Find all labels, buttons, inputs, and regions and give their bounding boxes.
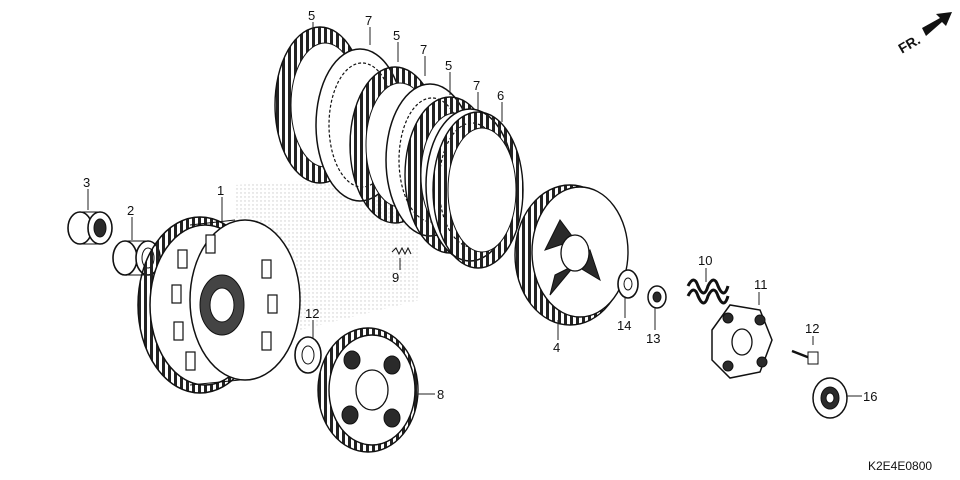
callout-7-a: 7 [365, 13, 372, 28]
part-14-thrust-washer [294, 336, 322, 374]
part-10-clutch-spring [686, 278, 730, 305]
callout-15: 14 [617, 318, 631, 333]
callout-4: 4 [553, 340, 560, 355]
callout-5-b: 5 [393, 28, 400, 43]
part-15-washer [617, 269, 639, 299]
callout-6: 6 [497, 88, 504, 103]
callout-13: 13 [646, 331, 660, 346]
part-1-clutch-outer [137, 216, 301, 394]
callout-11: 9 [392, 270, 399, 285]
callout-1: 1 [217, 183, 224, 198]
diagram-code: K2E4E0800 [868, 459, 932, 473]
callout-16: 16 [863, 389, 877, 404]
callout-9: 11 [754, 277, 768, 292]
callout-5-a: 5 [308, 8, 315, 23]
callout-10: 10 [698, 253, 712, 268]
part-9-lifter-plate [711, 304, 773, 379]
callout-labels: 3 2 1 5 7 5 7 5 7 6 9 12 8 4 14 13 10 11… [83, 8, 877, 404]
part-12-bolt [791, 349, 819, 365]
callout-7-b: 7 [420, 42, 427, 57]
callout-3: 3 [83, 175, 90, 190]
part-8-pressure-plate [317, 327, 419, 453]
front-direction-arrow: FR. [895, 12, 952, 57]
callout-5-c: 5 [445, 58, 452, 73]
part-16-bearing [812, 377, 848, 419]
callout-7-c: 7 [473, 78, 480, 93]
part-11-spring [391, 246, 412, 256]
part-3-bushing [67, 211, 113, 245]
callout-2: 2 [127, 203, 134, 218]
part-13-lock-nut [647, 285, 667, 309]
clutch-plate-stack [274, 26, 524, 269]
part-6-friction-disc-end [432, 111, 524, 269]
part-4-clutch-center [514, 184, 629, 326]
front-direction-label: FR. [895, 31, 923, 56]
callout-12: 12 [805, 321, 819, 336]
leader-lines [87, 22, 862, 397]
callout-14: 12 [305, 306, 319, 321]
callout-8: 8 [437, 387, 444, 402]
